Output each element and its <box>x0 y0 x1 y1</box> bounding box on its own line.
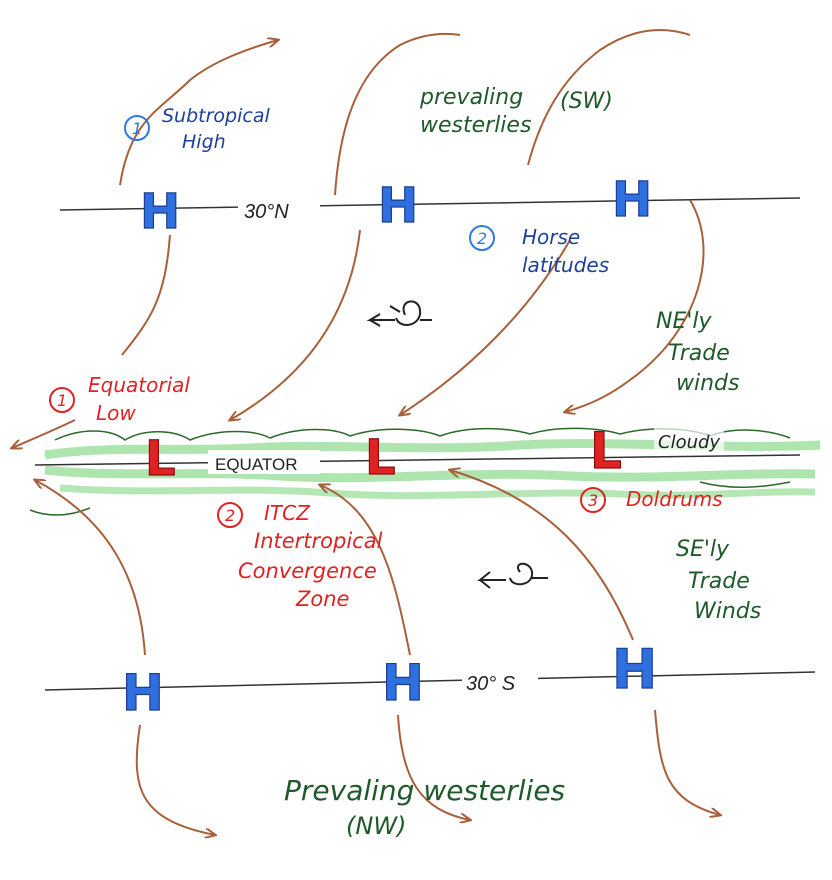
hurricane-icon <box>477 562 548 589</box>
se-trade-winds-line3: Winds <box>694 599 761 624</box>
se-trade-arrow-1 <box>35 480 146 656</box>
number-circle <box>580 487 606 513</box>
low-symbol: L <box>365 430 396 486</box>
high-symbol: H <box>612 638 657 701</box>
doldrums-number: 3 <box>588 491 598 510</box>
trade-arrow-1 <box>121 234 171 356</box>
prevailing-westerlies-nh-line2: westerlies <box>420 113 531 138</box>
horse-latitudes-line1: Horse <box>522 225 580 249</box>
westerly-arrow-1 <box>119 40 278 186</box>
sh-westerly-arrow-1 <box>135 724 215 835</box>
number-circle <box>217 502 243 528</box>
westerly-arrow-2 <box>334 32 461 196</box>
se-trade-arrow-2 <box>320 485 411 656</box>
wind-arrows <box>12 29 720 835</box>
doldrums-label: Doldrums <box>626 487 723 511</box>
ne-trade-winds-line3: winds <box>676 371 739 396</box>
low-symbol: L <box>145 431 176 487</box>
pressure-symbols: H H H H H H L L L <box>121 171 657 722</box>
sh-westerly-arrow-2 <box>397 714 470 820</box>
equatorial-low-line1: Equatorial <box>88 373 190 397</box>
horse-latitudes-number: 2 <box>477 229 487 248</box>
cloudy-label: Cloudy <box>658 432 720 453</box>
low-symbol: L <box>590 422 622 480</box>
equatorial-low-number: 1 <box>57 391 67 410</box>
latitude-30n-label: 30°N <box>244 201 289 223</box>
prevailing-westerlies-nh-direction: (SW) <box>560 89 613 114</box>
trade-arrow-2 <box>230 229 361 420</box>
prevailing-westerlies-nh-line1: prevaling <box>419 85 523 110</box>
trade-arrow-sw-nh <box>12 419 76 448</box>
equator-label: EQUATOR <box>215 455 298 474</box>
high-symbol: H <box>378 178 418 234</box>
latitude-30s-line <box>44 671 816 691</box>
subtropical-high-number: 1 <box>132 119 142 138</box>
high-symbol: H <box>122 664 164 722</box>
prevailing-westerlies-sh-line1: Prevaling westerlies <box>284 774 565 807</box>
latitude-30n-line <box>59 197 801 211</box>
sh-westerly-arrow-3 <box>654 709 720 815</box>
equator-line <box>34 454 801 466</box>
prevailing-westerlies-sh-direction: (NW) <box>346 812 406 840</box>
subtropical-high-label-line2: High <box>182 131 226 153</box>
se-trade-arrow-3 <box>450 470 634 641</box>
itcz-number: 2 <box>225 506 235 525</box>
se-trade-winds-line2: Trade <box>688 569 750 594</box>
number-circle <box>469 225 495 251</box>
high-symbol: H <box>382 654 424 712</box>
westerly-arrow-3 <box>527 29 691 166</box>
equatorial-low-line2: Low <box>96 401 136 425</box>
number-circle <box>49 387 75 413</box>
trade-arrow-3 <box>400 239 571 415</box>
itcz-line4: Zone <box>295 587 349 611</box>
ne-trade-winds-line2: Trade <box>668 341 730 366</box>
high-symbol: H <box>140 184 180 240</box>
hurricane-icon <box>366 300 432 327</box>
trade-arrow-4 <box>565 199 705 412</box>
itcz-line2: Intertropical <box>254 529 383 553</box>
ne-trade-winds-line1: NE'ly <box>656 309 713 334</box>
se-trade-winds-line1: SE'ly <box>676 537 730 562</box>
itcz-line1: ITCZ <box>264 501 311 525</box>
itcz-line3: Convergence <box>238 559 377 583</box>
horse-latitudes-line2: latitudes <box>522 253 609 277</box>
subtropical-high-label-line1: Subtropical <box>162 105 270 127</box>
latitude-30s-label: 30° S <box>466 673 516 695</box>
number-circle <box>124 115 150 141</box>
high-symbol: H <box>612 172 652 228</box>
